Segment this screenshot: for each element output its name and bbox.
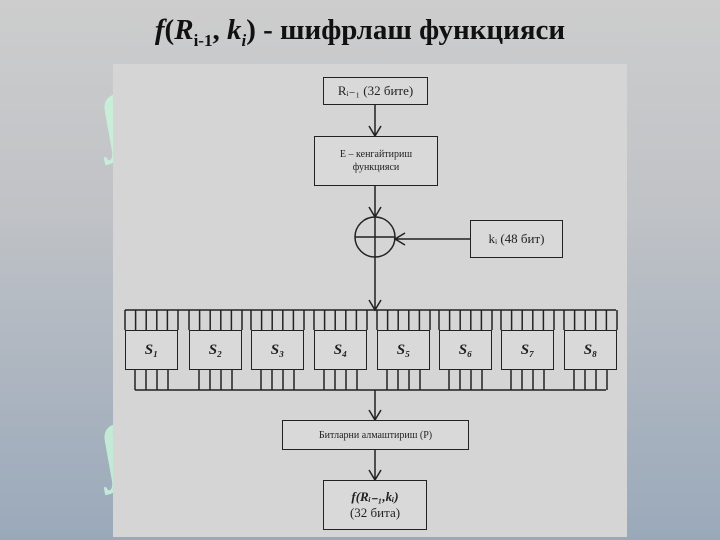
arrow-r-to-e	[368, 105, 382, 138]
title-r: R	[174, 14, 194, 46]
sbox-7: S₇	[501, 330, 554, 370]
sbox-4: S₄	[314, 330, 367, 370]
title-paren: (	[164, 14, 175, 46]
permutation-label: Битларни алмаштириш (P)	[318, 429, 433, 441]
expansion-label-2: функцияси	[352, 162, 400, 173]
arrow-xor-to-sboxes	[368, 257, 382, 312]
sbox-label: S₆	[458, 341, 473, 358]
sbox-label: S₂	[208, 341, 223, 358]
sbox-2: S₂	[189, 330, 242, 370]
sbox-8: S₈	[564, 330, 617, 370]
title-r-sub: i-1	[193, 30, 213, 50]
arrow-to-p	[368, 390, 382, 422]
title-comma: ,	[212, 14, 227, 46]
sbox-label: S₅	[396, 341, 411, 358]
arrow-key-to-xor	[393, 232, 470, 246]
output-label-1: f(Rᵢ₋₁,kᵢ)	[351, 489, 399, 504]
sbox-label: S₁	[144, 341, 159, 358]
output-box: f(Rᵢ₋₁,kᵢ)(32 бита)	[323, 480, 427, 530]
key-box-label: kᵢ (48 бит)	[488, 231, 545, 246]
sbox-label: S₇	[520, 341, 535, 358]
title-k: k	[226, 14, 242, 46]
expansion-label-1: E – кенгайтириш	[339, 149, 413, 160]
sbox-3: S₃	[251, 330, 304, 370]
arrow-e-to-xor	[368, 186, 382, 219]
sbox-5: S₅	[377, 330, 430, 370]
input-box: Rᵢ₋₁ (32 бите)	[323, 77, 428, 105]
input-box-label: Rᵢ₋₁ (32 бите)	[337, 83, 414, 98]
title-f: f	[154, 14, 165, 46]
sbox-label: S₃	[270, 341, 285, 358]
xor-cross	[355, 217, 395, 257]
permutation-box: Битларни алмаштириш (P)	[282, 420, 469, 450]
sbox-label: S₄	[333, 341, 348, 358]
sbox-label: S₈	[583, 341, 598, 358]
title-text: ) - шифрлаш функцияси	[246, 14, 566, 46]
key-box: kᵢ (48 бит)	[470, 220, 563, 258]
sbox-6: S₆	[439, 330, 492, 370]
output-label-2: (32 бита)	[349, 505, 401, 520]
title-k-sub: i	[241, 30, 247, 50]
sbox-1: S₁	[125, 330, 178, 370]
expansion-box: E – кенгайтириш функцияси	[314, 136, 438, 186]
arrow-to-output	[368, 450, 382, 482]
slide-title: f(Ri-1, ki) - шифрлаш функцияси	[0, 14, 720, 51]
